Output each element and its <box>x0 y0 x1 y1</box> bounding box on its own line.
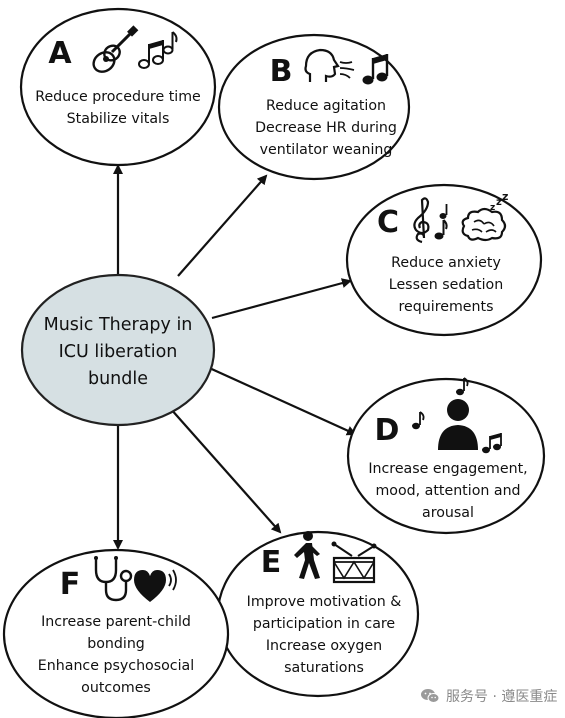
node-e: E Improve motivation & participation in … <box>247 531 402 676</box>
node-b: B Reduce agitation Decrease HR during ve… <box>255 48 397 158</box>
node-e-line-2: participation in care <box>253 616 395 632</box>
arrow-to-c <box>211 278 352 320</box>
drum-icon <box>331 541 377 584</box>
node-a-letter: A <box>48 36 72 71</box>
node-e-letter: E <box>261 545 282 580</box>
arrow-to-e <box>169 407 282 534</box>
stethoscope-icon <box>94 556 133 602</box>
arrow-to-b <box>177 174 268 277</box>
node-f-letter: F <box>60 567 81 602</box>
center-line-2: ICU liberation <box>59 342 178 362</box>
node-d-line-3: arousal <box>422 505 474 521</box>
node-a-line-2: Stabilize vitals <box>67 111 170 127</box>
music-notes-icon <box>482 433 502 454</box>
center-ellipse <box>20 273 216 427</box>
node-d-line-1: Increase engagement, <box>368 461 527 477</box>
center-label: Music Therapy in ICU liberation bundle <box>44 315 193 389</box>
arrow-to-d <box>204 364 357 436</box>
heart-icon <box>134 569 177 602</box>
wechat-icon <box>421 689 440 703</box>
node-d-ellipse <box>346 377 546 535</box>
node-c: C z z z Reduce anxiety Lessen sedation r… <box>377 190 508 315</box>
music-notes-icon <box>138 31 178 69</box>
node-f-line-3: Enhance psychosocial <box>38 658 194 674</box>
node-b-ellipse <box>217 33 411 181</box>
node-d-letter: D <box>375 413 400 448</box>
music-note-icon <box>362 54 389 85</box>
svg-text:z: z <box>490 203 495 213</box>
node-c-ellipse <box>345 183 543 337</box>
node-b-letter: B <box>270 54 293 89</box>
node-d-line-2: mood, attention and <box>375 483 520 499</box>
node-f: F Increase parent-child bonding Enhance … <box>38 556 194 696</box>
music-notes-icon <box>456 377 469 396</box>
music-notes-icon <box>434 204 448 240</box>
watermark: 服务号 · 遵医重症 <box>420 685 557 707</box>
node-a: A Reduce procedure time Stabilize vitals <box>35 25 201 127</box>
center-line-3: bundle <box>88 369 148 389</box>
node-c-line-3: requirements <box>399 299 494 315</box>
node-e-line-1: Improve motivation & <box>247 594 402 610</box>
sleeping-brain-icon: z z z <box>461 190 508 242</box>
person-icon <box>438 399 478 450</box>
node-a-line-1: Reduce procedure time <box>35 89 201 105</box>
node-e-line-3: Increase oxygen <box>266 638 382 654</box>
arrows <box>113 164 357 550</box>
node-b-line-3: ventilator weaning <box>260 142 393 158</box>
node-b-line-1: Reduce agitation <box>266 98 386 114</box>
node-a-ellipse <box>19 7 217 167</box>
treble-clef-icon <box>413 197 430 244</box>
watermark-text: 服务号 · 遵医重症 <box>446 689 558 705</box>
node-f-ellipse <box>2 548 230 718</box>
svg-text:z: z <box>502 190 508 203</box>
node-e-line-4: saturations <box>284 660 364 676</box>
walking-person-icon <box>294 531 320 579</box>
music-notes-icon <box>412 411 425 430</box>
svg-text:z: z <box>496 197 502 208</box>
node-c-letter: C <box>377 205 399 240</box>
node-c-line-1: Reduce anxiety <box>391 255 501 271</box>
center-line-1: Music Therapy in <box>44 315 193 335</box>
node-f-line-2: bonding <box>87 636 145 652</box>
node-f-line-4: outcomes <box>81 680 151 696</box>
node-d: D Increase engagement, mood, attention a… <box>368 377 528 521</box>
node-b-line-2: Decrease HR during <box>255 120 397 136</box>
node-c-line-2: Lessen sedation <box>389 277 503 293</box>
head-breathing-icon <box>304 48 355 82</box>
guitar-icon <box>92 25 139 73</box>
node-f-line-1: Increase parent-child <box>41 614 191 630</box>
